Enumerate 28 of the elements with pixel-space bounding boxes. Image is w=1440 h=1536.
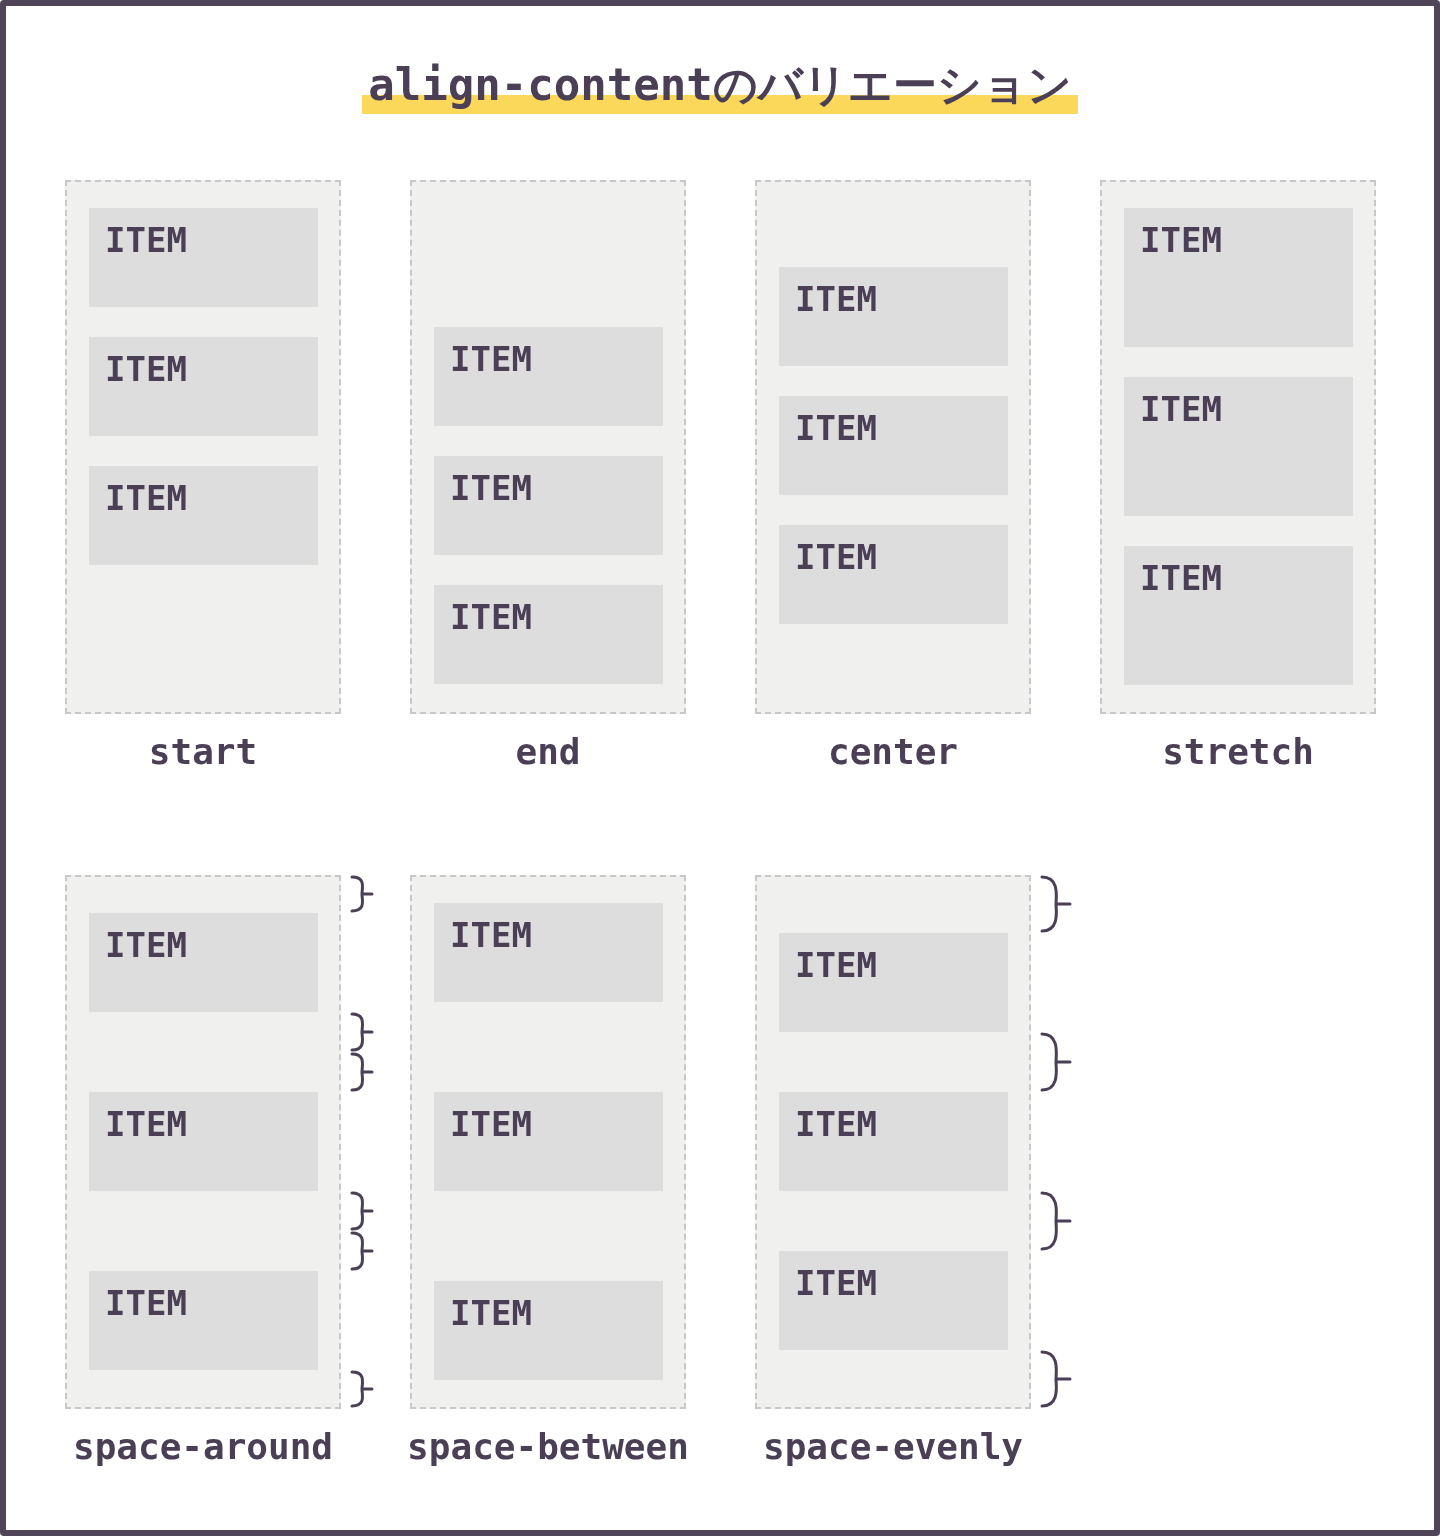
flex-item: ITEM (434, 1092, 663, 1191)
flex-item: ITEM (89, 337, 318, 436)
flex-item: ITEM (89, 1092, 318, 1191)
flex-item: ITEM (434, 903, 663, 1002)
flex-item: ITEM (1124, 546, 1353, 685)
container-label: end (514, 730, 582, 774)
flex-item: ITEM (1124, 377, 1353, 516)
container-label: space-evenly (761, 1425, 1025, 1469)
flex-item: ITEM (89, 208, 318, 307)
flex-item: ITEM (779, 1251, 1008, 1350)
flex-item: ITEM (779, 1092, 1008, 1191)
flex-item: ITEM (434, 456, 663, 555)
flex-item: ITEM (779, 933, 1008, 1032)
flex-item: ITEM (434, 585, 663, 684)
flex-item: ITEM (89, 1271, 318, 1370)
flex-item: ITEM (434, 1281, 663, 1380)
container-label: space-around (71, 1425, 335, 1469)
flex-item: ITEM (1124, 208, 1353, 347)
flex-item: ITEM (779, 396, 1008, 495)
container-label: start (147, 730, 259, 774)
flex-item: ITEM (779, 525, 1008, 624)
container-label: space-between (406, 1425, 690, 1469)
flex-item: ITEM (89, 466, 318, 565)
flex-item: ITEM (89, 913, 318, 1012)
container-label: center (826, 730, 959, 774)
container-label: stretch (1161, 730, 1315, 774)
flex-item: ITEM (434, 327, 663, 426)
flex-item: ITEM (779, 267, 1008, 366)
